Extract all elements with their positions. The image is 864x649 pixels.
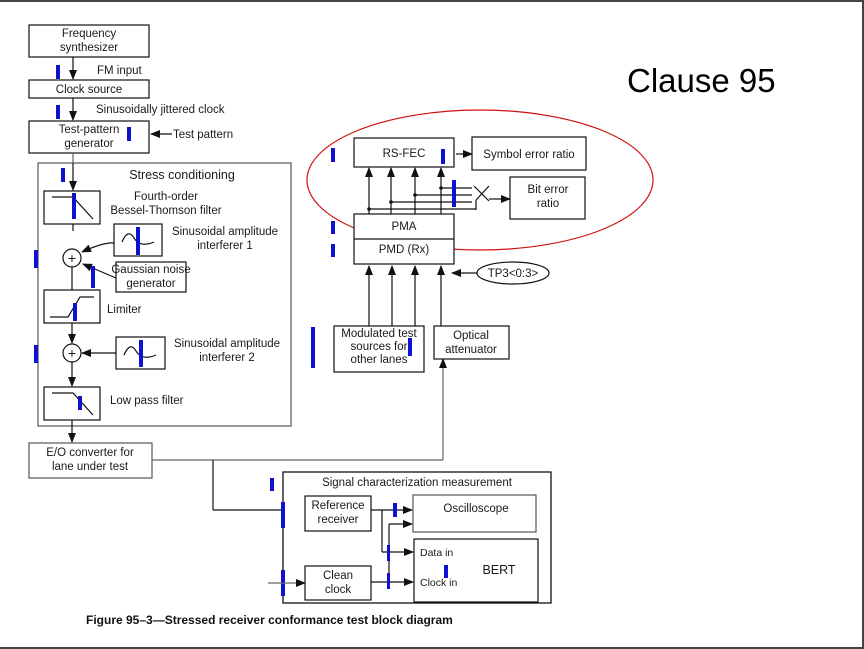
mod-src-label-1: Modulated test <box>341 328 417 340</box>
test-pattern-label: Test pattern <box>173 129 233 141</box>
sin-interferer-1-block <box>113 223 163 257</box>
marker <box>331 148 335 162</box>
marker <box>452 180 456 207</box>
bessel-label-1: Fourth-order <box>134 191 198 203</box>
mod-src-label-3: other lanes <box>351 354 408 366</box>
oscilloscope-label: Oscilloscope <box>443 503 508 515</box>
marker <box>91 266 95 288</box>
sin-interf2-label-1: Sinusoidal amplitude <box>174 338 280 350</box>
signal-char-title: Signal characterization measurement <box>322 477 513 489</box>
lane-select-switch-icon <box>473 185 511 210</box>
bessel-thomson-filter-block <box>43 190 101 225</box>
stress-conditioning-group <box>37 162 292 427</box>
stress-conditioning-title: Stress conditioning <box>129 168 235 182</box>
freq-synth-label-1: Frequency <box>62 28 117 40</box>
eo-label-2: lane under test <box>52 461 129 473</box>
marker <box>56 65 60 79</box>
ber-label-2: ratio <box>537 198 559 210</box>
sin-interferer-2-block <box>115 336 166 370</box>
marker <box>331 244 335 257</box>
slide-title: Clause 95 <box>627 62 776 99</box>
optical-attenuator-block: Optical attenuator <box>433 325 510 360</box>
sin-interf1-label-1: Sinusoidal amplitude <box>172 226 278 238</box>
marker <box>61 168 65 182</box>
sine-wave-icon <box>121 233 155 245</box>
clock-in-label: Clock in <box>420 577 458 589</box>
low-pass-filter-block <box>43 386 101 421</box>
clean-clock-label-2: clock <box>325 584 351 596</box>
sj-clock-label: Sinusoidally jittered clock <box>96 104 225 116</box>
eo-converter-block: E/O converter for lane under test <box>28 442 153 479</box>
tp3-label: TP3<0:3> <box>488 268 539 280</box>
marker <box>56 105 60 119</box>
bessel-label-2: Bessel-Thomson filter <box>110 205 221 217</box>
bit-error-ratio-block: Bit error ratio <box>509 176 586 220</box>
signal-char-connections <box>371 503 414 589</box>
clock-source-label: Clock source <box>56 84 122 96</box>
bert-label: BERT <box>482 563 515 577</box>
frequency-synthesizer-block: Frequency synthesizer <box>28 24 150 58</box>
tp3-test-point: TP3<0:3> <box>476 261 550 285</box>
lane-arrows-up <box>365 167 476 214</box>
opt-att-label-1: Optical <box>453 330 489 342</box>
data-in-label: Data in <box>420 547 453 559</box>
limiter-block <box>43 289 101 324</box>
limiter-label: Limiter <box>107 304 142 316</box>
marker <box>127 127 131 141</box>
figure-caption: Figure 95–3—Stressed receiver conformanc… <box>86 613 453 627</box>
lane-arrows-into-pmd <box>365 265 445 326</box>
ber-label-1: Bit error <box>528 184 569 196</box>
rs-fec-block: RS-FEC <box>353 137 455 168</box>
highlight-ellipse <box>306 109 654 251</box>
summer-2-symbol: + <box>68 345 76 361</box>
marker <box>331 221 335 234</box>
sine-wave-icon <box>123 346 157 358</box>
ref-rx-label-1: Reference <box>311 500 364 512</box>
clean-clock-label-1: Clean <box>323 570 353 582</box>
pmd-label: PMD (Rx) <box>379 244 430 256</box>
reference-receiver-block: Reference receiver <box>304 495 372 532</box>
gaussian-label-1: Gaussian noise <box>111 264 190 276</box>
fm-input-label: FM input <box>97 65 143 77</box>
oscilloscope-block: Oscilloscope <box>412 494 537 533</box>
symbol-error-ratio-block: Symbol error ratio <box>471 136 587 171</box>
pma-pmd-block: PMA PMD (Rx) <box>353 213 455 265</box>
opt-att-label-2: attenuator <box>445 344 497 356</box>
tpg-label-2: generator <box>64 138 113 150</box>
freq-synth-label-2: synthesizer <box>60 42 118 54</box>
rs-fec-label: RS-FEC <box>383 148 426 160</box>
modulated-test-sources-block: Modulated test sources for other lanes <box>333 325 425 373</box>
marker <box>311 327 315 368</box>
gaussian-noise-generator-block: Gaussian noise generator <box>111 261 191 293</box>
marker <box>34 345 38 363</box>
symbol-error-label: Symbol error ratio <box>483 149 574 161</box>
tpg-label-1: Test-pattern <box>59 124 120 136</box>
gaussian-label-2: generator <box>126 278 175 290</box>
clock-source-block: Clock source <box>28 79 150 99</box>
marker <box>34 250 38 268</box>
eo-label-1: E/O converter for <box>46 447 134 459</box>
ref-rx-label-2: receiver <box>318 514 359 526</box>
clean-clock-block: Clean clock <box>304 565 372 601</box>
connector <box>82 263 117 279</box>
sin-interf1-label-2: interferer 1 <box>197 240 253 252</box>
lpf-label: Low pass filter <box>110 395 184 407</box>
summer-1-symbol: + <box>68 250 76 266</box>
sin-interf2-label-2: interferer 2 <box>199 352 255 364</box>
bert-block: BERT Data in Clock in <box>413 538 539 603</box>
pma-label: PMA <box>392 221 417 233</box>
connector <box>81 242 115 253</box>
lpf-response-icon <box>52 392 94 416</box>
marker <box>281 502 285 528</box>
marker <box>270 478 274 491</box>
mod-src-label-2: sources for <box>351 341 408 353</box>
